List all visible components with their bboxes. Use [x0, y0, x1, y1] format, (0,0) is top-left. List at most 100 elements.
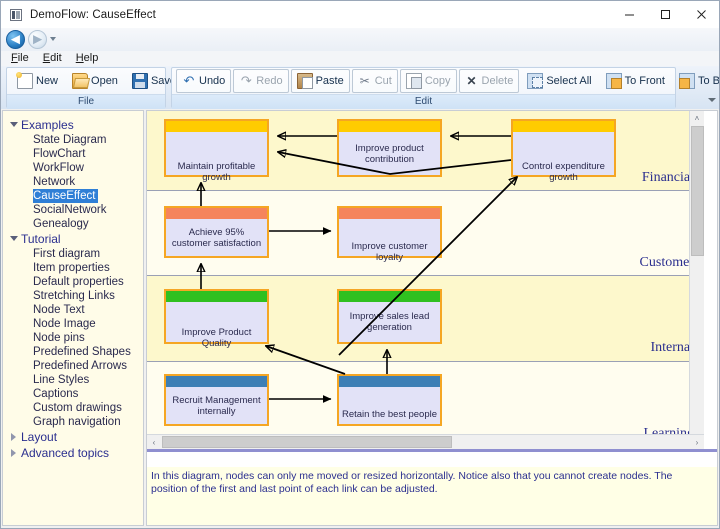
window-title: DemoFlow: CauseEffect	[30, 8, 156, 21]
expander-closed-icon[interactable]	[9, 448, 19, 458]
node-header-bar	[513, 121, 614, 132]
diagram-canvas[interactable]: Financial Customer Internal Learning	[147, 111, 704, 449]
diagram-horizontal-scrollbar[interactable]: ‹ ›	[147, 434, 704, 449]
list-item[interactable]: Network	[3, 175, 143, 189]
sidebar-item-workflow[interactable]: WorkFlow	[33, 162, 84, 174]
node-label: Maintain profitable growth	[177, 161, 256, 183]
expander-closed-icon[interactable]	[9, 432, 19, 442]
node-maintain-profitable-growth[interactable]: Maintain profitable growth	[164, 119, 269, 183]
list-item[interactable]: Node Text	[3, 303, 143, 317]
node-header-bar	[339, 208, 440, 219]
chevron-down-icon[interactable]	[50, 37, 56, 41]
vertical-scrollbar-thumb[interactable]	[691, 126, 704, 256]
to-front-button[interactable]: To Front	[600, 69, 671, 93]
sidebar-item-item-properties[interactable]: Item properties	[33, 262, 110, 274]
scroll-right-icon[interactable]: ›	[695, 437, 699, 447]
sidebar-item-first-diagram[interactable]: First diagram	[33, 248, 101, 260]
minimize-button[interactable]	[611, 1, 647, 28]
sidebar-group-examples[interactable]: Examples	[3, 117, 143, 133]
sidebar-item-stretching-links[interactable]: Stretching Links	[33, 290, 115, 302]
sidebar-item-default-properties[interactable]: Default properties	[33, 276, 124, 288]
node-header-bar	[166, 208, 267, 219]
delete-button[interactable]: ✕ Delete	[458, 69, 520, 93]
sidebar-item-predefined-shapes[interactable]: Predefined Shapes	[33, 346, 131, 358]
new-button[interactable]: New	[11, 69, 64, 93]
list-item[interactable]: Custom drawings	[3, 401, 143, 415]
list-item[interactable]: Genealogy	[3, 217, 143, 231]
sidebar-item-state-diagram[interactable]: State Diagram	[33, 134, 107, 146]
sidebar-item-graph-navigation[interactable]: Graph navigation	[33, 416, 121, 428]
list-item[interactable]: Captions	[3, 387, 143, 401]
undo-button[interactable]: ↶ Undo	[176, 69, 232, 93]
sidebar-item-node-image[interactable]: Node Image	[33, 318, 96, 330]
node-retain-the-best-people[interactable]: Retain the best people	[337, 374, 442, 426]
node-label: Recruit Management internally	[172, 395, 261, 417]
sidebar-group-layout[interactable]: Layout	[3, 429, 143, 445]
menu-help[interactable]: Help	[75, 52, 99, 64]
ribbon-collapse-icon[interactable]	[708, 98, 716, 102]
sidebar-group-advanced-topics[interactable]: Advanced topics	[3, 445, 143, 461]
sidebar-item-network[interactable]: Network	[33, 176, 76, 188]
node-improve-sales-lead-generation[interactable]: Improve sales lead generation	[337, 289, 442, 344]
list-item[interactable]: CauseEffect	[3, 189, 143, 203]
open-button[interactable]: Open	[66, 69, 124, 93]
copy-button[interactable]: Copy	[399, 69, 457, 93]
sidebar-item-genealogy[interactable]: Genealogy	[33, 218, 89, 230]
sidebar-item-captions[interactable]: Captions	[33, 388, 79, 400]
node-improve-product-contribution[interactable]: Improve product contribution	[337, 119, 442, 177]
sidebar-group-tutorial[interactable]: Tutorial	[3, 231, 143, 247]
close-button[interactable]	[683, 1, 719, 28]
sidebar-item-line-styles[interactable]: Line Styles	[33, 374, 90, 386]
sidebar-item-causeeffect[interactable]: CauseEffect	[33, 189, 99, 203]
list-item[interactable]: Node pins	[3, 331, 143, 345]
paste-button[interactable]: Paste	[290, 69, 350, 93]
list-item[interactable]: Predefined Arrows	[3, 359, 143, 373]
sidebar-item-socialnetwork[interactable]: SocialNetwork	[33, 204, 107, 216]
node-achieve-95-customer-satisfaction[interactable]: Achieve 95% customer satisfaction	[164, 206, 269, 258]
cut-button-label: Cut	[374, 75, 392, 87]
list-item[interactable]: SocialNetwork	[3, 203, 143, 217]
sidebar-item-predefined-arrows[interactable]: Predefined Arrows	[33, 360, 127, 372]
menu-file[interactable]: File	[11, 52, 29, 64]
select-all-button[interactable]: Select All	[521, 69, 597, 93]
list-item[interactable]: Default properties	[3, 275, 143, 289]
cut-button[interactable]: ✂ Cut	[351, 69, 398, 93]
scroll-up-icon[interactable]: ˄	[694, 113, 700, 123]
menu-edit[interactable]: Edit	[42, 52, 62, 64]
list-item[interactable]: WorkFlow	[3, 161, 143, 175]
list-item[interactable]: Predefined Shapes	[3, 345, 143, 359]
expander-open-icon[interactable]	[9, 234, 19, 244]
maximize-button[interactable]	[647, 1, 683, 28]
list-item[interactable]: Item properties	[3, 261, 143, 275]
sidebar-item-node-pins[interactable]: Node pins	[33, 332, 85, 344]
node-improve-customer-loyalty[interactable]: Improve customer loyalty	[337, 206, 442, 263]
save-button[interactable]: Save	[126, 69, 182, 93]
forward-button[interactable]: ▶	[28, 30, 47, 49]
horizontal-scrollbar-thumb[interactable]	[162, 436, 452, 448]
redo-button-label: Redo	[256, 75, 283, 87]
title-bar: DemoFlow: CauseEffect	[1, 1, 719, 29]
list-item[interactable]: First diagram	[3, 247, 143, 261]
undo-arrow-icon: ↶	[183, 73, 195, 88]
node-recruit-management-internally[interactable]: Recruit Management internally	[164, 374, 269, 426]
sidebar-item-flowchart[interactable]: FlowChart	[33, 148, 86, 160]
expander-open-icon[interactable]	[9, 120, 19, 130]
list-item[interactable]: Line Styles	[3, 373, 143, 387]
sidebar-item-node-text[interactable]: Node Text	[33, 304, 85, 316]
panel-splitter[interactable]	[147, 449, 717, 452]
node-improve-product-quality[interactable]: Improve Product Quality	[164, 289, 269, 349]
redo-button[interactable]: ↷ Redo	[233, 69, 289, 93]
list-item[interactable]: Node Image	[3, 317, 143, 331]
node-control-expenditure-growth[interactable]: Control expenditure growth	[511, 119, 616, 183]
back-button[interactable]: ◀	[6, 30, 25, 49]
list-item[interactable]: Graph navigation	[3, 415, 143, 429]
scroll-left-icon[interactable]: ‹	[152, 437, 156, 447]
sidebar-tree-panel[interactable]: Examples State Diagram FlowChart WorkFlo…	[2, 110, 144, 526]
ribbon-group-file-label: File	[7, 94, 165, 109]
to-back-button[interactable]: To Back	[673, 69, 719, 93]
sidebar-item-custom-drawings[interactable]: Custom drawings	[33, 402, 122, 414]
list-item[interactable]: Stretching Links	[3, 289, 143, 303]
list-item[interactable]: FlowChart	[3, 147, 143, 161]
list-item[interactable]: State Diagram	[3, 133, 143, 147]
diagram-vertical-scrollbar[interactable]: ˄ ˅	[689, 111, 704, 449]
